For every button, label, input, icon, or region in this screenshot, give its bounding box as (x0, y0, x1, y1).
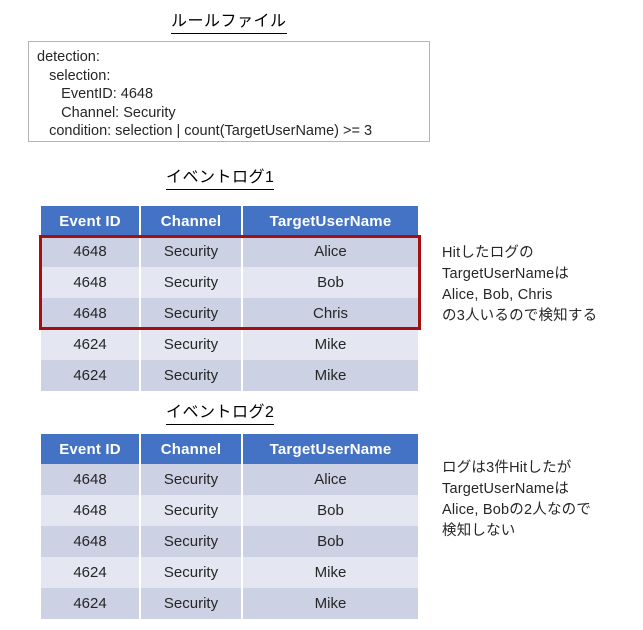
event-log-1-title: イベントログ1 (166, 168, 275, 190)
event-log-1-table: Event ID Channel TargetUserName 4648 Sec… (41, 206, 418, 391)
cell-targetusername: Bob (242, 495, 418, 526)
column-header-event-id: Event ID (41, 434, 141, 464)
event-log-2-title: イベントログ2 (166, 403, 275, 425)
cell-channel: Security (140, 495, 243, 526)
rule-line-condition: condition: selection | count(TargetUserN… (37, 123, 373, 139)
cell-event-id: 4648 (41, 464, 141, 495)
cell-channel: Security (140, 298, 243, 329)
cell-targetusername: Chris (242, 298, 418, 329)
cell-targetusername: Mike (242, 557, 418, 588)
table-row: 4624 Security Mike (41, 588, 418, 619)
cell-channel: Security (140, 267, 243, 298)
cell-targetusername: Mike (242, 360, 418, 391)
cell-targetusername: Mike (242, 329, 418, 360)
cell-event-id: 4624 (41, 588, 141, 619)
column-header-channel: Channel (140, 434, 243, 464)
cell-channel: Security (140, 464, 243, 495)
rule-line-eventid: EventID: 4648 (37, 86, 154, 102)
rule-line-channel: Channel: Security (37, 104, 176, 121)
table-header-row: Event ID Channel TargetUserName (41, 434, 418, 464)
cell-targetusername: Alice (242, 236, 418, 267)
column-header-channel: Channel (140, 206, 243, 236)
table-header-row: Event ID Channel TargetUserName (41, 206, 418, 236)
table-row: 4624 Security Mike (41, 329, 418, 360)
cell-event-id: 4648 (41, 267, 141, 298)
cell-event-id: 4648 (41, 526, 141, 557)
cell-event-id: 4648 (41, 236, 141, 267)
table-row: 4648 Security Alice (41, 464, 418, 495)
column-header-targetusername: TargetUserName (242, 206, 418, 236)
table-row: 4648 Security Bob (41, 526, 418, 557)
cell-event-id: 4624 (41, 329, 141, 360)
rule-file-title: ルールファイル (171, 12, 287, 34)
cell-event-id: 4624 (41, 557, 141, 588)
column-header-event-id: Event ID (41, 206, 141, 236)
cell-event-id: 4648 (41, 495, 141, 526)
table-row: 4648 Security Chris (41, 298, 418, 329)
cell-event-id: 4624 (41, 360, 141, 391)
column-header-targetusername: TargetUserName (242, 434, 418, 464)
cell-event-id: 4648 (41, 298, 141, 329)
table-row: 4624 Security Mike (41, 557, 418, 588)
rule-line-selection: selection: (37, 67, 111, 84)
event-log-1-annotation: Hitしたログの TargetUserNameは Alice, Bob, Chr… (442, 245, 598, 324)
cell-channel: Security (140, 526, 243, 557)
table-row: 4648 Security Bob (41, 267, 418, 298)
rule-line-detection: detection: (37, 49, 100, 65)
rule-file-box: detection: selection: EventID: 4648 Chan… (28, 41, 430, 142)
cell-targetusername: Alice (242, 464, 418, 495)
cell-channel: Security (140, 588, 243, 619)
cell-targetusername: Bob (242, 267, 418, 298)
cell-channel: Security (140, 329, 243, 360)
event-log-2-table: Event ID Channel TargetUserName 4648 Sec… (41, 434, 418, 619)
event-log-2-annotation: ログは3件Hitしたが TargetUserNameは Alice, Bobの2… (442, 460, 592, 539)
cell-channel: Security (140, 557, 243, 588)
cell-channel: Security (140, 236, 243, 267)
table-row: 4648 Security Bob (41, 495, 418, 526)
cell-targetusername: Mike (242, 588, 418, 619)
table-row: 4624 Security Mike (41, 360, 418, 391)
cell-targetusername: Bob (242, 526, 418, 557)
cell-channel: Security (140, 360, 243, 391)
table-row: 4648 Security Alice (41, 236, 418, 267)
